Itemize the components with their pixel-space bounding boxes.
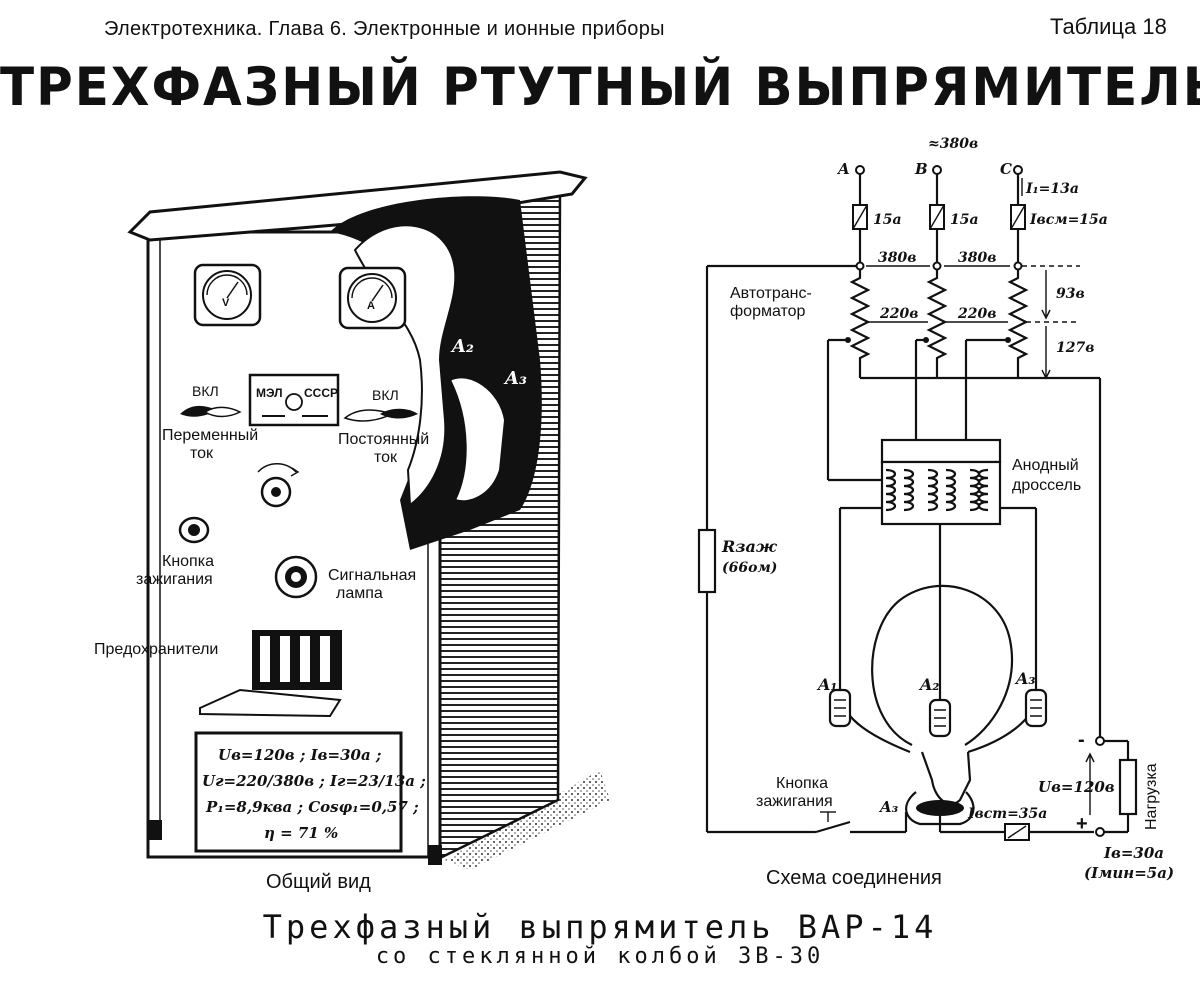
imin-label: (Iмин=5a) — [1084, 864, 1174, 882]
ignition-resistor-icon — [697, 528, 717, 594]
v93-label: 93в — [1056, 286, 1085, 302]
nameplate-country: СССР — [304, 386, 338, 400]
scheme-ignition-label-2: зажигания — [756, 793, 833, 810]
r-ignition-value: (66ом) — [722, 560, 777, 576]
v220-ab-label: 220в — [879, 306, 918, 322]
ub-label: Uв=120в — [1038, 778, 1115, 796]
mercury-arc-bulb — [828, 584, 1048, 826]
rectifier-cabinet: A₂ A₃ V A МЭЛ СССР ВКЛ — [94, 170, 610, 893]
dc-switch-label: Постоянный — [338, 431, 429, 448]
ac-switch-on-label: ВКЛ — [192, 383, 219, 399]
spec-line-1: Uв=120в ; Iв=30а ; — [218, 746, 381, 764]
spec-plate: Uв=120в ; Iв=30а ; Uг=220/380в ; Iг=23/1… — [194, 731, 426, 853]
spec-line-3: P₁=8,9ква ; Cosφ₁=0,57 ; — [205, 798, 419, 816]
ignition-button[interactable]: Кнопка зажигания — [136, 516, 214, 588]
anode-arm — [448, 376, 507, 503]
top-lid — [127, 170, 588, 242]
ammeter: A — [338, 266, 407, 330]
dc-switch-on-label: ВКЛ — [372, 387, 399, 403]
minus-sign: - — [1078, 729, 1085, 751]
terminal-b — [932, 165, 942, 175]
ignition-button-label: Кнопка — [162, 553, 214, 570]
anode-choke-label-2: дроссель — [1012, 477, 1081, 494]
dc-switch[interactable]: ВКЛ Постоянный ток — [338, 387, 429, 466]
schematic-caption: Схема соединения — [766, 867, 942, 889]
r-ignition-label: Rзаж — [721, 537, 778, 556]
anode-a2-label: A₂ — [918, 675, 939, 694]
anode-choke-label: Анодный — [1012, 457, 1079, 474]
v127-label: 127в — [1056, 340, 1094, 356]
emblem-icon — [285, 393, 303, 411]
terminal-a — [855, 165, 865, 175]
i1-label: I₁=13a — [1025, 181, 1079, 197]
v380-bc-label: 380в — [958, 250, 996, 266]
fuse-a-rating: 15a — [873, 212, 902, 228]
cabinet-anode-a3-label: A₃ — [503, 368, 527, 389]
ignition-switch-icon — [815, 820, 851, 834]
ac-switch[interactable]: ВКЛ Переменный ток — [162, 383, 258, 462]
v380-ab-label: 380в — [878, 250, 916, 266]
ib-label: Iв=30a — [1103, 844, 1164, 862]
page-title: ТРЕХФАЗНЫЙ РТУТНЫЙ ВЫПРЯМИТЕЛЬ — [0, 56, 1200, 118]
fuse-b-rating: 15a — [950, 212, 979, 228]
figure-caption: Трехфазный выпрямитель ВАР-14 — [262, 908, 938, 946]
table-number: Таблица 18 — [1050, 14, 1167, 39]
anode-a3-label: A₃ — [1014, 669, 1035, 688]
autotransformer-coil-c — [1007, 270, 1029, 378]
load-label: Нагрузка — [1143, 763, 1160, 830]
mercury-bulb-body — [353, 224, 457, 507]
output-plus-terminal — [1095, 827, 1105, 837]
autotransformer-coil-a — [849, 270, 871, 378]
spec-line-2: Uг=220/380в ; Iг=23/13а ; — [202, 772, 426, 790]
rotary-knob[interactable] — [257, 463, 300, 508]
fuse-block: Предохранители — [94, 630, 342, 718]
electrode-a3-label: A₃ — [878, 798, 899, 816]
supply-voltage-label: ≈380в — [928, 136, 978, 152]
fuses-label: Предохранители — [94, 641, 218, 658]
autotransformer-label-2: форматор — [730, 303, 806, 320]
ibct-label: Iвст=35a — [967, 806, 1047, 822]
cabinet-caption: Общий вид — [266, 871, 371, 893]
output-minus-terminal — [1095, 736, 1105, 746]
figure-subcaption: со стеклянной колбой ЗВ-30 — [375, 944, 825, 969]
signal-lamp-label: Сигнальная — [328, 567, 416, 584]
ibcm-label: Iвсм=15a — [1029, 212, 1108, 228]
dc-switch-label-2: ток — [374, 449, 398, 466]
voltmeter-symbol: V — [222, 297, 230, 309]
load-resistor-icon — [1118, 758, 1138, 816]
ac-switch-label: Переменный — [162, 427, 258, 444]
terminal-c — [1013, 165, 1023, 175]
ac-switch-label-2: ток — [190, 445, 214, 462]
connection-schematic: ≈380в A B C I₁=13a 15a 15a Iвсм=15a — [697, 136, 1174, 889]
ammeter-symbol: A — [367, 300, 375, 312]
nameplate-brand: МЭЛ — [256, 386, 283, 400]
cabinet-anode-a2-label: A₂ — [450, 336, 474, 357]
floor-shadow — [445, 770, 610, 870]
scheme-ignition-label: Кнопка — [776, 775, 828, 792]
nameplate: МЭЛ СССР — [248, 373, 340, 427]
fuse-cover — [199, 688, 342, 718]
anode-choke — [880, 438, 1002, 526]
signal-lamp: Сигнальная лампа — [274, 555, 416, 602]
phase-a-label: A — [836, 160, 850, 178]
phase-c-label: C — [1000, 160, 1012, 178]
v220-bc-label: 220в — [957, 306, 996, 322]
autotransformer-label: Автотранс- — [730, 285, 812, 302]
phase-b-label: B — [914, 160, 928, 178]
spec-line-4: η = 71 % — [264, 824, 338, 842]
anode-a1-label: A₁ — [816, 675, 837, 694]
voltmeter: V — [193, 263, 262, 327]
chapter-header: Электротехника. Глава 6. Электронные и и… — [104, 18, 665, 40]
signal-lamp-label-2: лампа — [336, 585, 383, 602]
plus-sign: + — [1076, 813, 1088, 835]
ignition-button-label-2: зажигания — [136, 571, 213, 588]
autotransformer-coil-b — [926, 270, 948, 378]
